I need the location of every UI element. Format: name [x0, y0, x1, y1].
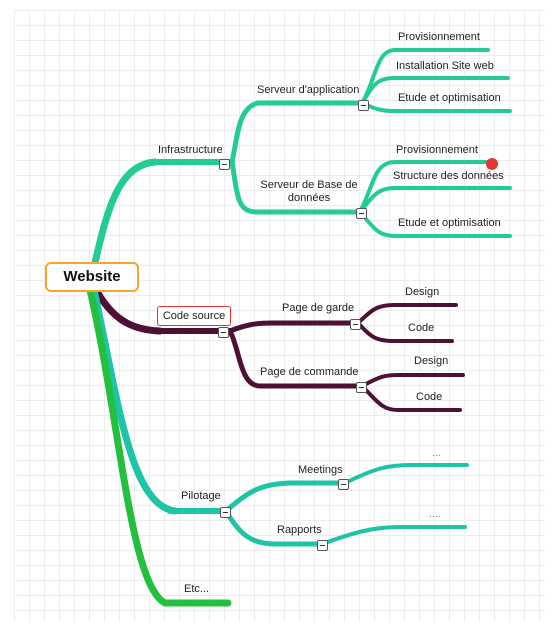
node-app-installation[interactable]: Installation Site web: [396, 60, 494, 72]
node-db-etude[interactable]: Etude et optimisation: [398, 217, 501, 229]
branch-garde-design: [356, 303, 458, 325]
branch-root-pilotage: [90, 286, 179, 515]
node-page-garde[interactable]: Page de garde: [282, 302, 355, 314]
node-commande-design[interactable]: Design: [414, 355, 449, 367]
node-rapports[interactable]: Rapports: [277, 524, 322, 536]
node-db-structure[interactable]: Structure des données: [393, 170, 504, 182]
node-etc[interactable]: Etc...: [184, 583, 210, 595]
branch-meetings-leaf: [343, 463, 469, 485]
collapse-toggle-page-commande[interactable]: [356, 382, 367, 393]
node-code-source[interactable]: Code source: [157, 306, 231, 326]
collapse-toggle-db-server[interactable]: [356, 208, 367, 219]
root-node[interactable]: Website: [45, 262, 139, 292]
collapse-toggle-pilotage[interactable]: [220, 507, 231, 518]
node-garde-code[interactable]: Code: [408, 322, 435, 334]
branch-code-pagecommande: [227, 328, 365, 389]
node-commande-code[interactable]: Code: [416, 391, 443, 403]
collapse-toggle-app-server[interactable]: [358, 100, 369, 111]
branch-infra-dbserver: [229, 159, 363, 215]
node-page-commande[interactable]: Page de commande: [260, 366, 359, 378]
collapse-toggle-page-garde[interactable]: [350, 319, 361, 330]
branch-root-codesource: [92, 286, 164, 335]
node-pilotage[interactable]: Pilotage: [181, 490, 221, 502]
branch-infra-appserver: [229, 100, 365, 165]
branch-garde-code: [356, 321, 454, 343]
collapse-toggle-meetings[interactable]: [338, 479, 349, 490]
node-db-server[interactable]: Serveur de Base de données: [260, 179, 358, 204]
branch-pilotage-rapports: [223, 508, 325, 547]
branch-pilotage-meetings: [223, 480, 348, 514]
branch-db-leaf2: [358, 186, 512, 214]
branch-app-leaf2: [360, 76, 510, 105]
node-db-provisionnement[interactable]: Provisionnement: [396, 144, 478, 156]
marker-dot-icon[interactable]: [486, 158, 498, 170]
node-meetings[interactable]: Meetings: [298, 464, 343, 476]
branch-db-leaf1: [358, 160, 490, 214]
node-infrastructure[interactable]: Infrastructure: [158, 144, 223, 156]
collapse-toggle-code-source[interactable]: [218, 327, 229, 338]
node-garde-design[interactable]: Design: [405, 286, 440, 298]
branch-commande-design: [360, 373, 465, 388]
node-meetings-leaf[interactable]: ...: [432, 447, 442, 459]
branch-rapports-leaf: [320, 525, 467, 546]
collapse-toggle-infrastructure[interactable]: [219, 159, 230, 170]
node-rapports-leaf[interactable]: ....: [429, 508, 442, 520]
node-app-provisionnement[interactable]: Provisionnement: [398, 31, 480, 43]
branch-root-infrastructure: [91, 158, 159, 267]
collapse-toggle-rapports[interactable]: [317, 540, 328, 551]
branch-root-etc: [86, 286, 232, 607]
branch-code-pagegarde: [227, 320, 361, 334]
branch-commande-code: [360, 384, 462, 412]
node-app-server[interactable]: Serveur d'application: [257, 84, 360, 96]
node-app-etude[interactable]: Etude et optimisation: [398, 92, 501, 104]
